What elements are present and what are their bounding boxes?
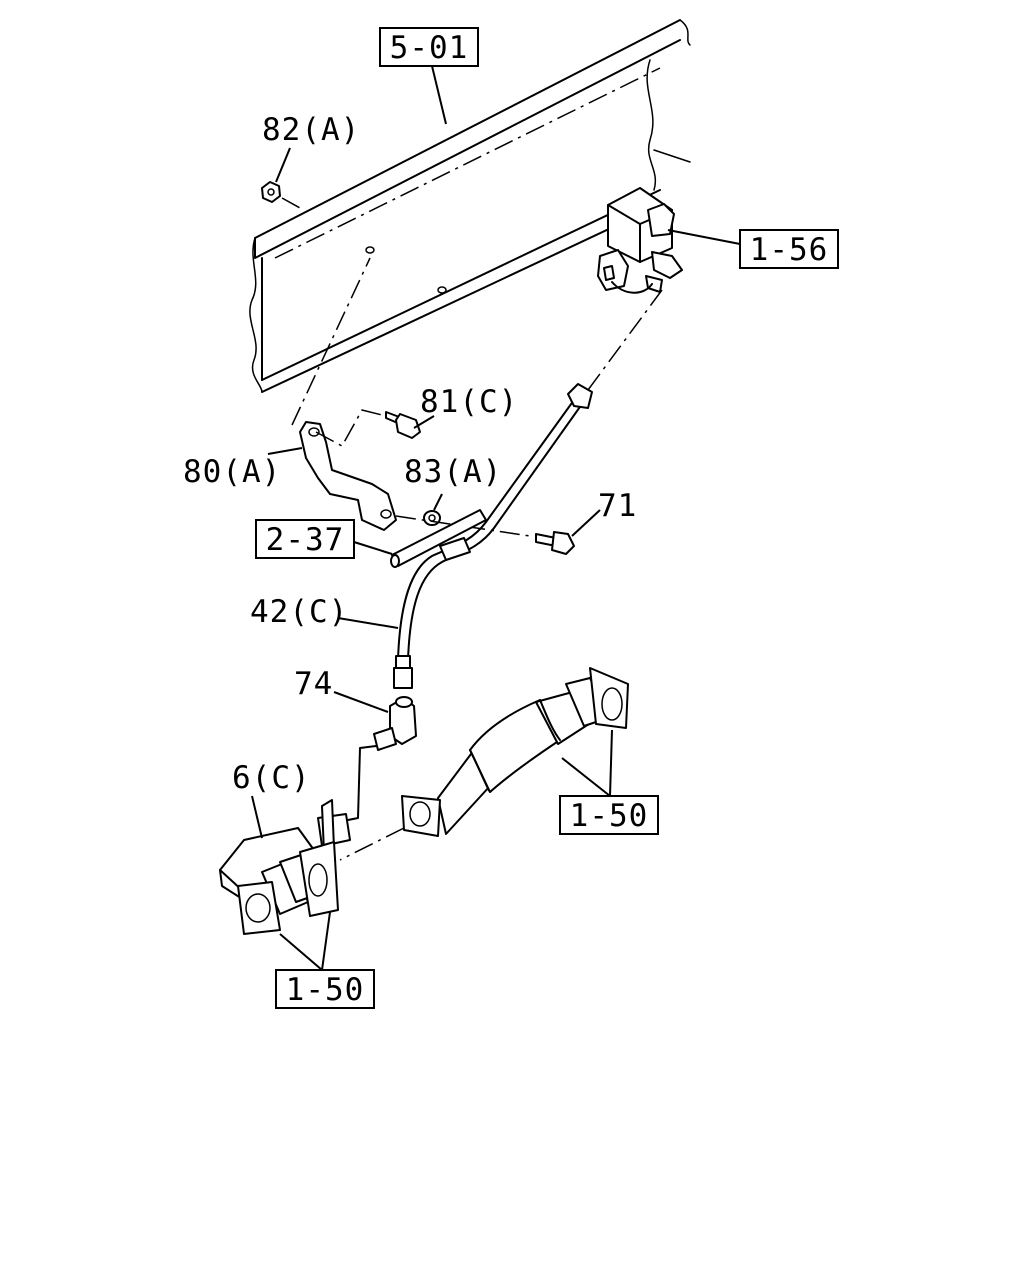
- exhaust-brake-6c: [219, 799, 351, 935]
- pipe-2-37: [390, 509, 487, 568]
- callout-71: 71: [598, 488, 637, 524]
- fitting-74: [337, 696, 417, 823]
- ref-box-1-50-right: [559, 795, 659, 835]
- callout-74: 74: [294, 666, 333, 702]
- leader-lines: [251, 65, 741, 971]
- pipe-42c: [393, 383, 593, 689]
- ref-box-1-56: [739, 229, 839, 269]
- clip-83a: [395, 510, 531, 537]
- callout-80a: 80(A): [183, 454, 281, 490]
- bolt-81c: [385, 411, 421, 439]
- callout-6c: 6(C): [232, 760, 311, 796]
- valve-1-56: [597, 187, 683, 294]
- bracket-80a: [291, 257, 397, 531]
- ref-box-5-01: [379, 27, 479, 67]
- ref-1-56-label: 1-56: [750, 232, 829, 268]
- callout-42c: 42(C): [250, 594, 348, 630]
- ref-5-01-label: 5-01: [390, 30, 469, 66]
- ref-1-50-bottom-label: 1-50: [286, 972, 365, 1008]
- callout-81c: 81(C): [420, 384, 518, 420]
- ref-1-50-right-label: 1-50: [570, 798, 649, 834]
- ref-box-2-37: [255, 519, 355, 559]
- bolt-71: [535, 531, 575, 555]
- callout-82a: 82(A): [262, 112, 360, 148]
- ref-2-37-label: 2-37: [266, 522, 345, 558]
- nut-82a: [261, 181, 301, 209]
- ref-box-1-50-bottom: [275, 969, 375, 1009]
- callout-83a: 83(A): [404, 454, 502, 490]
- hose-to-valve-line: [587, 289, 663, 391]
- exhaust-pipe: [339, 667, 629, 861]
